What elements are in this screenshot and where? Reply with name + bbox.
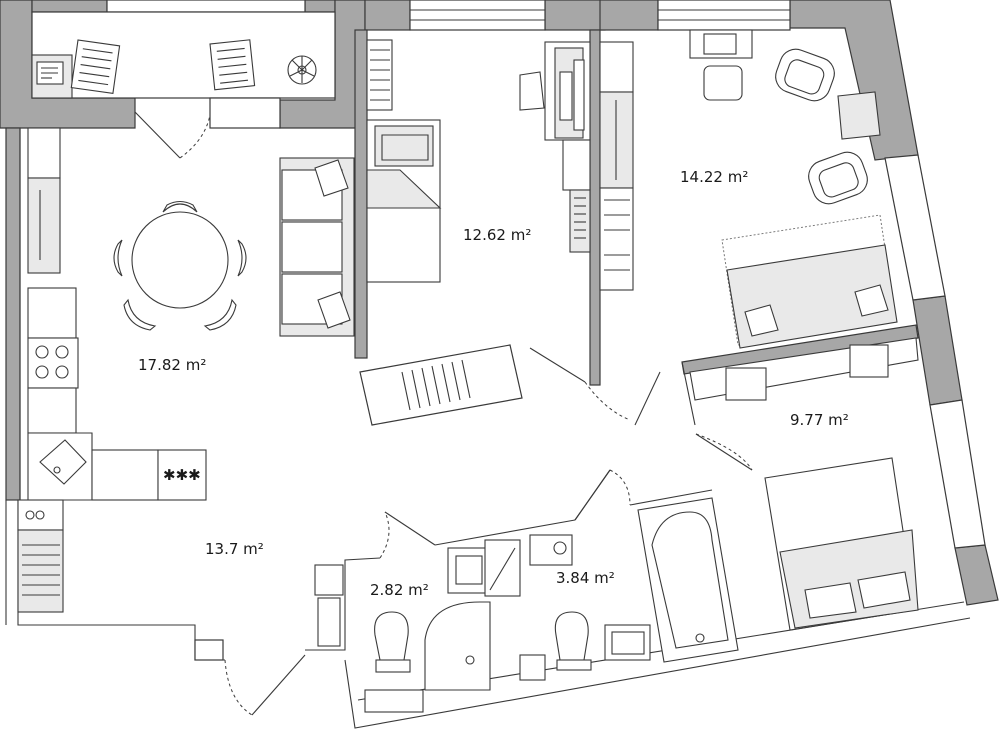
laptop-icon [703, 33, 737, 55]
top-wall-c [599, 0, 659, 31]
hall-corner-niche [194, 639, 224, 661]
room-area-hallway: 13.7 m² [205, 540, 264, 558]
room-area-living-kitchen: 17.82 m² [138, 356, 206, 374]
room-area-bedroom-small: 9.77 m² [790, 411, 849, 429]
top-windows [106, 0, 791, 31]
window-bedroom-right [657, 0, 791, 31]
living-kitchen: ✱✱✱ [27, 127, 355, 501]
window-bedroom-mid [409, 0, 546, 31]
area-labels: 17.82 m² 12.62 m² 14.22 m² 9.77 m² 13.7 … [138, 168, 849, 599]
walls [0, 0, 999, 606]
window-balcony [106, 0, 306, 13]
bedroom-right [599, 29, 898, 426]
right-window-b [929, 399, 986, 549]
armchair [808, 151, 868, 205]
left-wall [5, 127, 21, 501]
bedroom-small [689, 337, 919, 631]
top-wall-a [364, 0, 411, 31]
wall-bedroom-bedroom [589, 29, 601, 386]
room-area-bathroom: 3.84 m² [556, 569, 615, 587]
office-chair [519, 71, 545, 111]
balcony [31, 11, 336, 159]
right-wall-column-a [912, 295, 963, 406]
deck-chair [70, 39, 121, 94]
plant-icon [287, 55, 317, 85]
wall-living-bedroom [354, 29, 368, 359]
room-area-bedroom-middle: 12.62 m² [463, 226, 531, 244]
dining-table [131, 211, 229, 309]
right-window-a [884, 154, 946, 301]
sofa [279, 157, 355, 337]
coat-hangers [22, 544, 60, 596]
sink-icon [27, 432, 93, 501]
toilet-icon [374, 611, 409, 661]
outline [5, 128, 971, 729]
wardrobe-hangers [401, 359, 471, 411]
deck-chair [209, 39, 256, 91]
room-area-bedroom-right: 14.22 m² [680, 168, 748, 186]
bathroom [519, 497, 739, 681]
shower-icon [424, 601, 491, 691]
hallway [17, 469, 631, 716]
top-wall-b [544, 0, 606, 31]
stove-symbol: ✱✱✱ [163, 466, 201, 484]
balcony-wall-top-left [31, 0, 108, 13]
dining-chair [113, 200, 247, 331]
bedroom-middle [366, 39, 631, 421]
office-chair [703, 65, 743, 101]
armchair [775, 48, 835, 102]
toilet-icon [554, 611, 589, 661]
wc [364, 539, 521, 713]
room-area-wc: 2.82 m² [370, 581, 429, 599]
washing-machine-icon [529, 534, 573, 566]
bedroom-mid-wardrobe-wall [359, 344, 523, 426]
right-wall-column-b [954, 544, 999, 606]
bathtub-icon [637, 497, 739, 663]
balcony-wall-top-right [304, 0, 336, 13]
hob-icon [27, 337, 79, 389]
